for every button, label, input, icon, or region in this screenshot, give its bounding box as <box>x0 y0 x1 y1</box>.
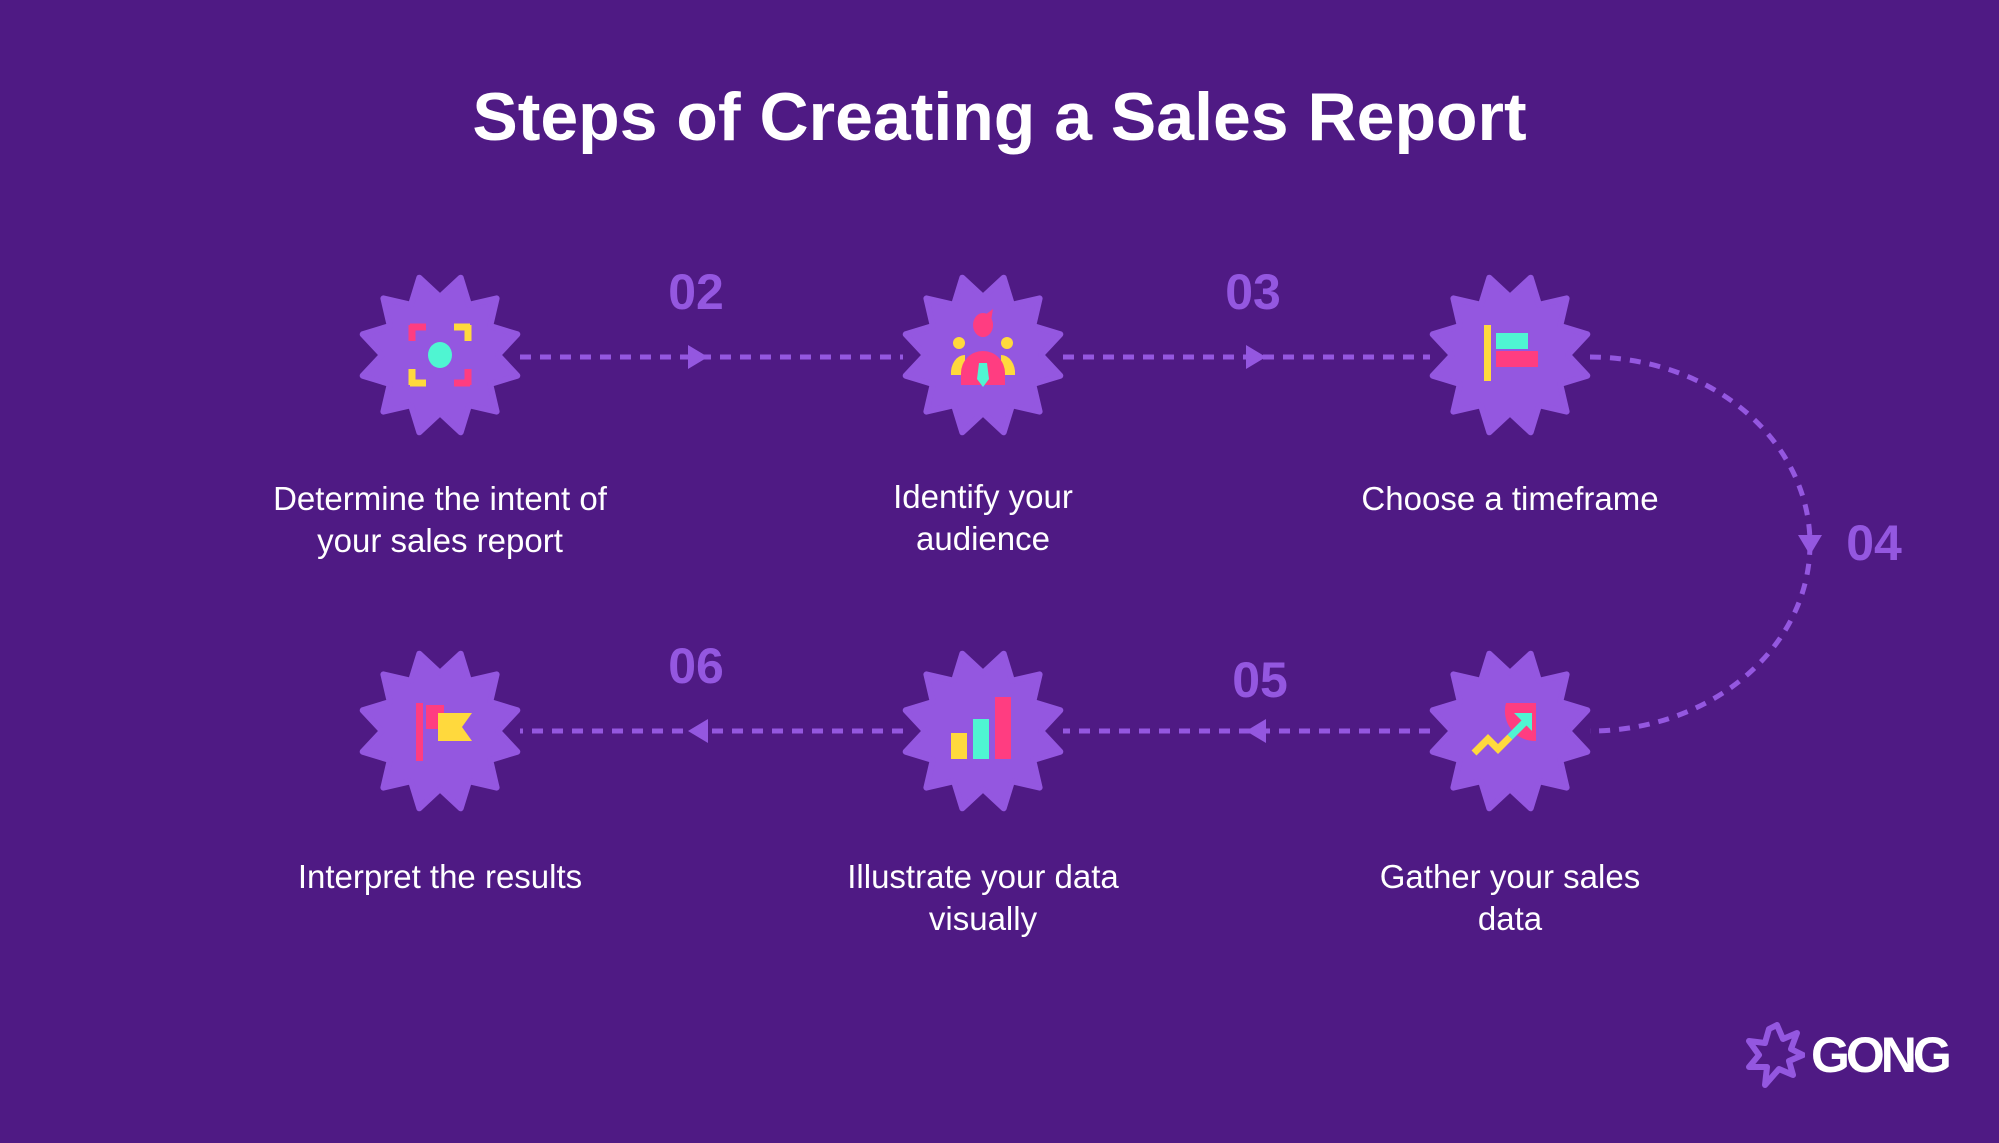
step-label-1: Determine the intent of your sales repor… <box>273 480 607 559</box>
step-label-2: Identify your audience <box>893 478 1073 557</box>
arrow-right-icon <box>1246 345 1266 369</box>
arrow-down-icon <box>1798 535 1822 555</box>
step-label-4: Gather your sales data <box>1379 858 1641 937</box>
focus-target-icon <box>408 323 472 387</box>
step-number-04: 04 <box>1846 515 1902 571</box>
step-label-5: Illustrate your data visually <box>847 858 1119 937</box>
page-title: Steps of Creating a Sales Report <box>472 79 1527 155</box>
audience-people-icon <box>950 309 1016 387</box>
timeline-bars-icon <box>1484 325 1538 381</box>
step-label-6: Interpret the results <box>297 858 583 895</box>
step-badge-4 <box>1429 650 1591 812</box>
step-number-06: 06 <box>668 638 724 694</box>
flag-icon <box>416 703 472 761</box>
arrow-left-icon <box>688 719 708 743</box>
step-number-05: 05 <box>1232 652 1288 708</box>
step-label-3: Choose a timeframe <box>1361 480 1659 517</box>
gong-burst-icon <box>1746 1022 1805 1088</box>
connector-3-4 <box>1589 354 1813 734</box>
bar-chart-icon <box>951 697 1011 759</box>
gong-logo-text: GONG <box>1811 1027 1952 1083</box>
arrow-right-icon <box>688 345 708 369</box>
step-number-03: 03 <box>1225 264 1281 320</box>
growth-arrow-icon <box>1471 703 1536 756</box>
gong-logo: GONG <box>1745 1022 1952 1088</box>
arrow-left-icon <box>1246 719 1266 743</box>
step-number-02: 02 <box>668 264 724 320</box>
